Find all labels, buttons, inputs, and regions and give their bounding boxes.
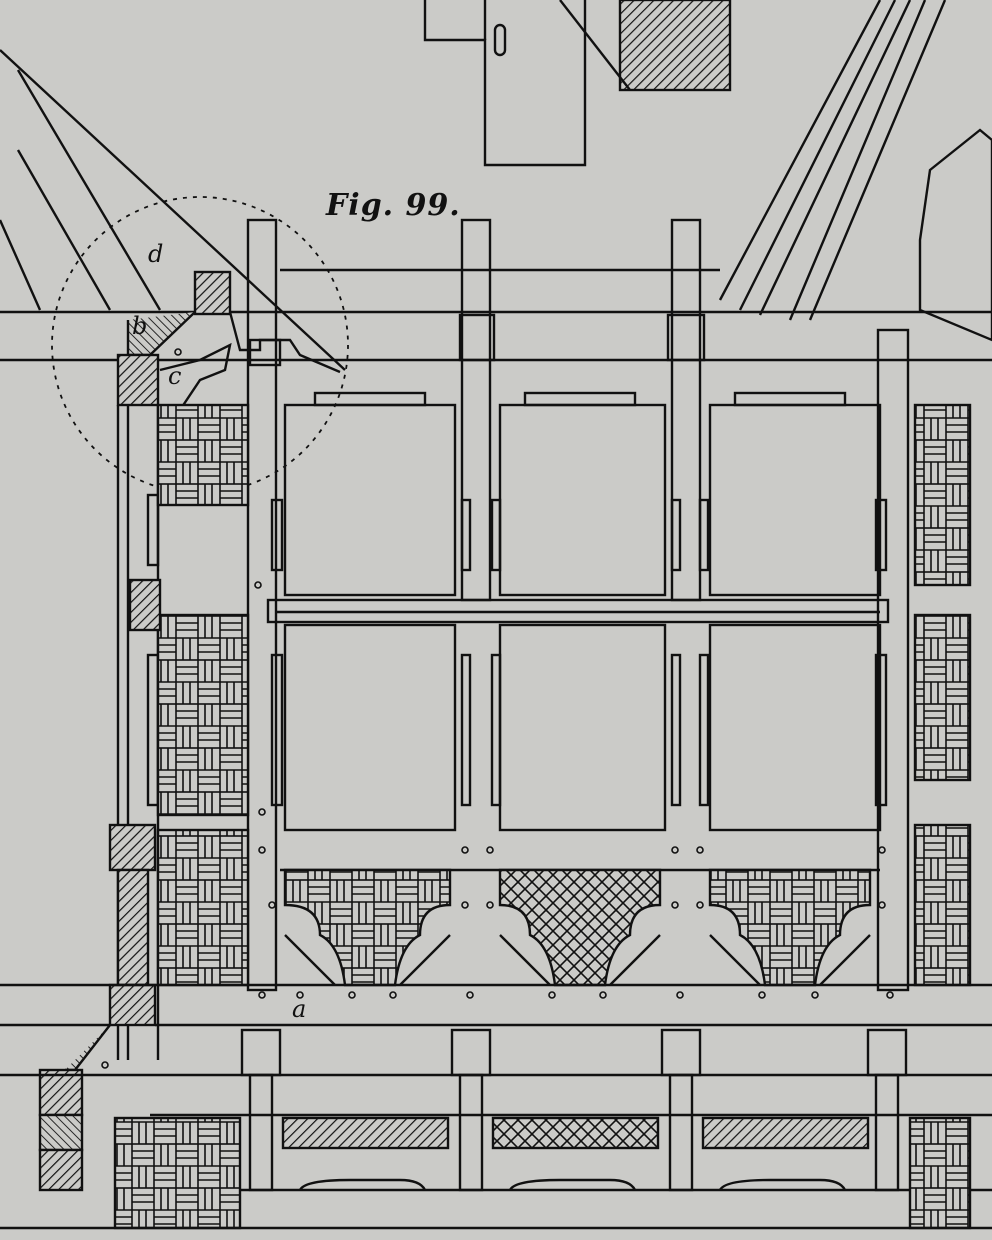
label-d: d [148,240,164,268]
label-a: a [292,995,307,1023]
figure-caption: Fig. 99. [326,188,461,223]
bolt-holes [101,348,894,1069]
label-b: b [132,312,148,340]
label-c: c [168,362,182,390]
top-joint-detail [423,0,587,167]
posts [246,218,910,992]
